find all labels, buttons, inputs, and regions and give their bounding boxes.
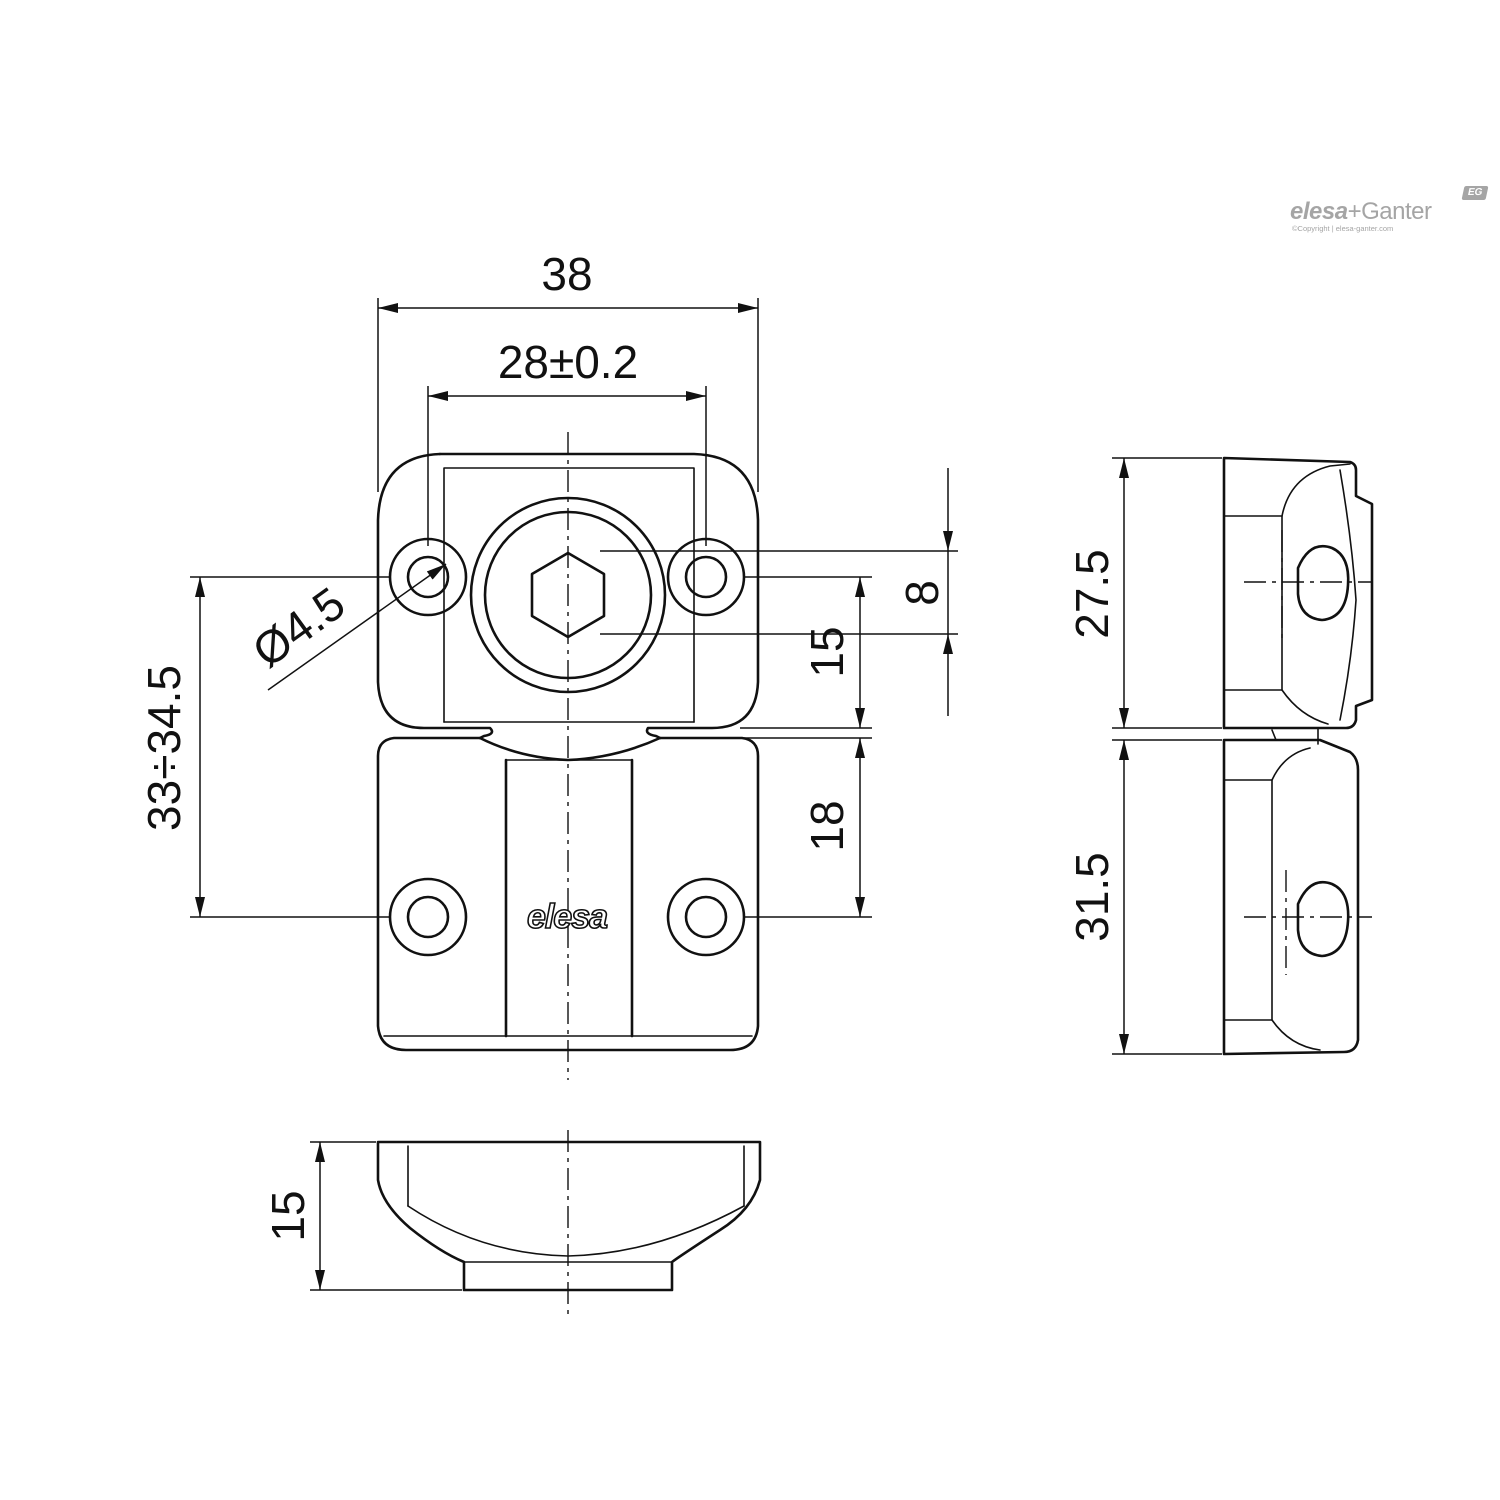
front-view: elesa 38 28±0.2 Ø4.5 33÷34.5 xyxy=(138,248,958,1080)
brand-word-ganter: Ganter xyxy=(1361,198,1432,225)
dim-hole-diameter-label: Ø4.5 xyxy=(243,577,354,678)
dim-hex-offset: 8 xyxy=(600,468,958,716)
side-view: 27.5 31.5 xyxy=(1066,456,1374,1056)
part-marking-logo: elesa xyxy=(527,898,607,936)
dim-overall-width: 38 xyxy=(377,248,759,492)
dim-upper-15: 15 xyxy=(740,576,872,729)
dim-hole-spacing-label: 28±0.2 xyxy=(498,336,638,388)
dim-hole-spacing: 28±0.2 xyxy=(427,336,707,546)
side-upper-recess xyxy=(1296,544,1350,622)
dim-overall-width-label: 38 xyxy=(541,248,592,300)
boss-inner xyxy=(483,510,653,680)
dim-upper-15-label: 15 xyxy=(801,626,853,677)
brand-eg-badge: EG xyxy=(1461,186,1489,200)
bottom-body xyxy=(376,1140,762,1292)
dim-side-upper: 27.5 xyxy=(1066,457,1222,729)
brand-wordmark: elesa+Ganter xyxy=(1290,198,1432,226)
lower-right-hole xyxy=(666,877,746,957)
lower-left-hole xyxy=(388,877,468,957)
dim-lower-18-label: 18 xyxy=(801,800,853,851)
dim-mounting-distance-label: 33÷34.5 xyxy=(138,665,190,831)
dim-bottom-thickness: 15 xyxy=(262,1141,462,1291)
bottom-view: 15 xyxy=(262,1130,762,1320)
boss-outer xyxy=(469,496,667,694)
brand-word-elesa: elesa xyxy=(1290,198,1348,225)
side-upper-part xyxy=(1222,456,1374,730)
hex-socket-icon xyxy=(530,551,606,639)
side-lower-part xyxy=(1222,727,1372,1056)
brand-copyright: ©Copyright | elesa-ganter.com xyxy=(1292,224,1394,233)
side-lower-recess xyxy=(1296,880,1350,958)
dim-hole-diameter: Ø4.5 xyxy=(243,563,447,691)
brand-logo: elesa+Ganter EG ©Copyright | elesa-gante… xyxy=(1290,186,1500,236)
dim-lower-18: 18 xyxy=(744,737,872,918)
dim-side-lower-label: 31.5 xyxy=(1066,852,1118,942)
dim-bottom-thickness-label: 15 xyxy=(262,1190,314,1241)
lower-body: elesa xyxy=(376,736,760,1052)
dim-mounting-distance: 33÷34.5 xyxy=(138,576,390,918)
dim-side-upper-label: 27.5 xyxy=(1066,549,1118,639)
dim-hex-offset-label: 8 xyxy=(896,580,948,606)
dim-side-lower: 31.5 xyxy=(1066,739,1222,1055)
brand-separator: + xyxy=(1347,198,1362,225)
